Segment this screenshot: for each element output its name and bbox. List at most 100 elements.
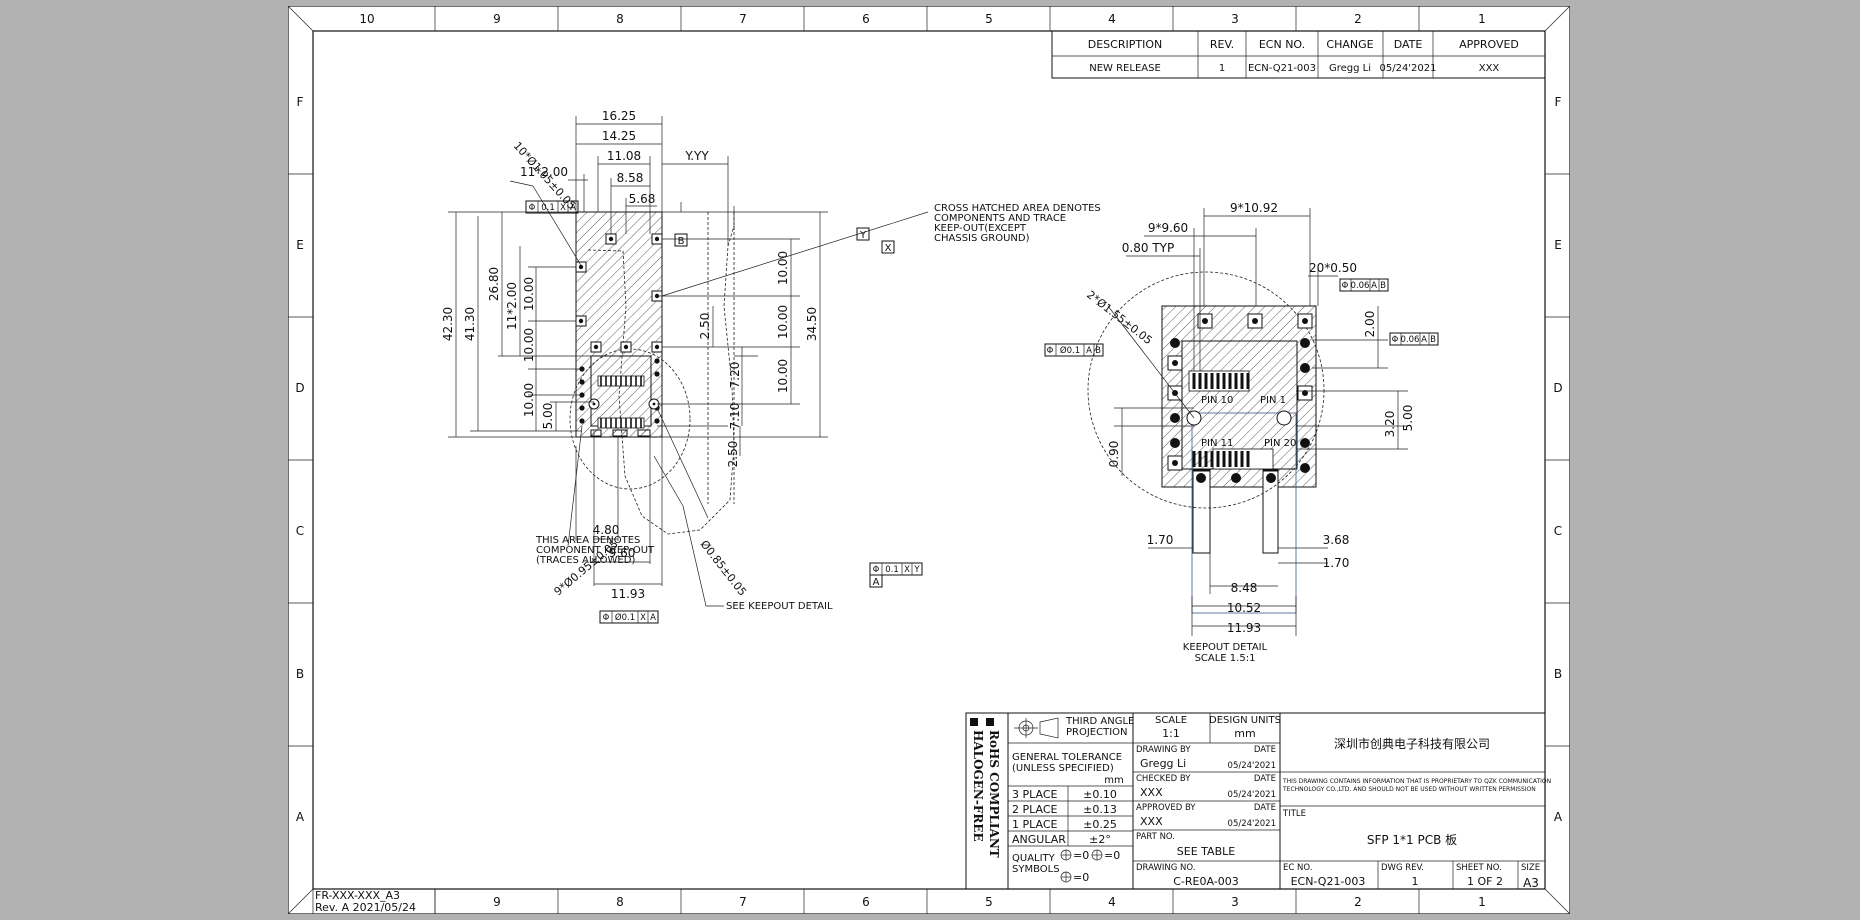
dim-7-20: 7.20 — [728, 362, 742, 389]
date-label: DATE — [1254, 803, 1276, 813]
hatched-keepout-area — [575, 211, 663, 438]
datum-label: X — [885, 243, 892, 254]
detail-pads — [1167, 313, 1313, 483]
dwg-rev-label: DWG REV. — [1381, 863, 1424, 873]
revision-cell: Gregg Li — [1329, 63, 1371, 74]
part-no-label: PART NO. — [1136, 832, 1175, 842]
dim-34-50: 34.50 — [805, 307, 819, 341]
zone-row-label: D — [1553, 381, 1562, 395]
drawing-no-label: DRAWING NO. — [1136, 863, 1195, 873]
frame-corners — [288, 6, 1570, 914]
note-line: CHASSIS GROUND) — [934, 233, 1030, 244]
detail-dim: 3.20 — [1383, 411, 1397, 438]
position-symbol: Φ — [873, 565, 880, 575]
datum-ref: A — [570, 203, 576, 213]
dim-14-25: 14.25 — [602, 129, 636, 143]
corner-code-box: FR-XXX-XXX_A3 Rev. A 2021/05/24 — [312, 889, 436, 914]
detail-dim: 8.48 — [1231, 581, 1258, 595]
tolerance-value: 0.1 — [541, 203, 555, 213]
zone-labels-sides: F E D C B A F E D C B A — [295, 95, 1563, 824]
tolerance-value: 0.1 — [885, 565, 899, 575]
dim-8-58: 8.58 — [617, 171, 644, 185]
revision-cell: 1 — [1219, 63, 1225, 74]
detail-dim: 20*0.50 — [1309, 261, 1357, 275]
approved-date: 05/24'2021 — [1228, 819, 1276, 829]
revision-cell: 05/24'2021 — [1379, 63, 1436, 74]
form-code: FR-XXX-XXX_A3 — [315, 889, 400, 902]
datum-label: A — [873, 577, 880, 588]
tolerance-value: Ø0.1 — [1060, 345, 1080, 356]
detail-dim: 11.93 — [1227, 621, 1261, 635]
datum-ref: A — [1086, 346, 1092, 356]
datum-ref: X — [560, 203, 566, 213]
zone-row-label: C — [1554, 524, 1562, 538]
dim-10-00-right: 10.00 — [776, 359, 790, 393]
checked-date: 05/24'2021 — [1228, 790, 1276, 800]
datum-ref: B — [1430, 335, 1436, 345]
zone-col-label: 7 — [739, 895, 747, 909]
detail-slot — [1262, 470, 1279, 554]
revision-cell: ECN-Q21-003 — [1248, 63, 1316, 74]
zone-row-label: E — [1554, 238, 1562, 252]
revision-cell: XXX — [1479, 63, 1500, 74]
detail-dim: 10.52 — [1227, 601, 1261, 615]
detail-dim: 0.80 TYP — [1122, 241, 1174, 255]
dim-26-80: 26.80 — [487, 267, 501, 301]
feature-control-frame: Φ Ø0.1 X A — [599, 610, 659, 624]
drawing-by: Gregg Li — [1140, 757, 1186, 770]
tolerance-label: (UNLESS SPECIFIED) — [1012, 763, 1114, 774]
datum-ref: A — [1371, 281, 1377, 291]
dim-11x2-00-vertical: 11*2.00 — [505, 282, 519, 330]
tolerance-row-label: ANGULAR — [1012, 833, 1066, 846]
quality-value: =0 — [1073, 849, 1089, 862]
projection-label: PROJECTION — [1066, 727, 1128, 738]
revision-cell: NEW RELEASE — [1089, 63, 1161, 74]
dim-10-00: 10.00 — [522, 383, 536, 417]
tolerance-row-value: ±2° — [1089, 833, 1111, 846]
dim-10-00-right: 10.00 — [776, 305, 790, 339]
tolerance-value: 0.06 — [1401, 335, 1420, 345]
datum-label: B — [678, 236, 685, 247]
datum-ref: A — [650, 613, 656, 623]
datum-ref: B — [1380, 281, 1386, 291]
zone-col-label: 8 — [616, 895, 624, 909]
date-label: DATE — [1254, 745, 1276, 755]
ec-no-label: EC NO. — [1283, 863, 1312, 873]
sheet-size: A3 — [1523, 876, 1539, 890]
dim-11-08: 11.08 — [607, 149, 641, 163]
zone-col-label: 8 — [616, 12, 624, 26]
detail-dim: 1.70 — [1147, 533, 1174, 547]
quality-value: =0 — [1104, 849, 1120, 862]
datum-label: Y — [859, 230, 867, 241]
detail-bottom-dimension-lines — [1148, 547, 1328, 636]
zone-row-label: F — [1555, 95, 1562, 109]
approved-by: XXX — [1140, 815, 1163, 828]
title-block: RoHS COMPLIANT HALOGEN-FREE THIRD ANGLE … — [965, 712, 1551, 890]
revision-header: REV. — [1210, 38, 1234, 51]
datum-ref: A — [1421, 335, 1427, 345]
zone-col-label: 2 — [1354, 895, 1362, 909]
drawing-date: 05/24'2021 — [1228, 761, 1276, 771]
detail-left-dimension-lines — [1114, 407, 1194, 476]
zone-col-label: 1 — [1478, 12, 1486, 26]
note-keepout-area: THIS AREA DENOTES COMPONENT KEEP-OUT (TR… — [535, 535, 655, 566]
detail-dim: 9*9.60 — [1148, 221, 1188, 235]
drawing-by-label: DRAWING BY — [1136, 745, 1191, 755]
pin-label: PIN 1 — [1260, 395, 1286, 406]
pin-label: PIN 11 — [1201, 438, 1233, 449]
zone-row-label: C — [296, 524, 304, 538]
zone-col-label: 6 — [862, 895, 870, 909]
zone-col-label: 10 — [359, 12, 374, 26]
tolerance-row-value: ±0.13 — [1083, 803, 1117, 816]
note-line: THIS AREA DENOTES — [535, 535, 640, 546]
zone-col-label: 1 — [1478, 895, 1486, 909]
revision-header: CHANGE — [1326, 38, 1373, 51]
proprietary-notice: THIS DRAWING CONTAINS INFORMATION THAT I… — [1282, 778, 1551, 785]
detail-title: KEEPOUT DETAIL — [1183, 642, 1268, 653]
pin-label: PIN 10 — [1201, 395, 1233, 406]
position-symbol: Φ — [1392, 335, 1399, 345]
position-symbol: Φ — [1047, 346, 1054, 356]
zone-row-label: B — [1554, 667, 1562, 681]
detail-leader — [1107, 305, 1195, 419]
position-symbol: Φ — [529, 203, 536, 213]
